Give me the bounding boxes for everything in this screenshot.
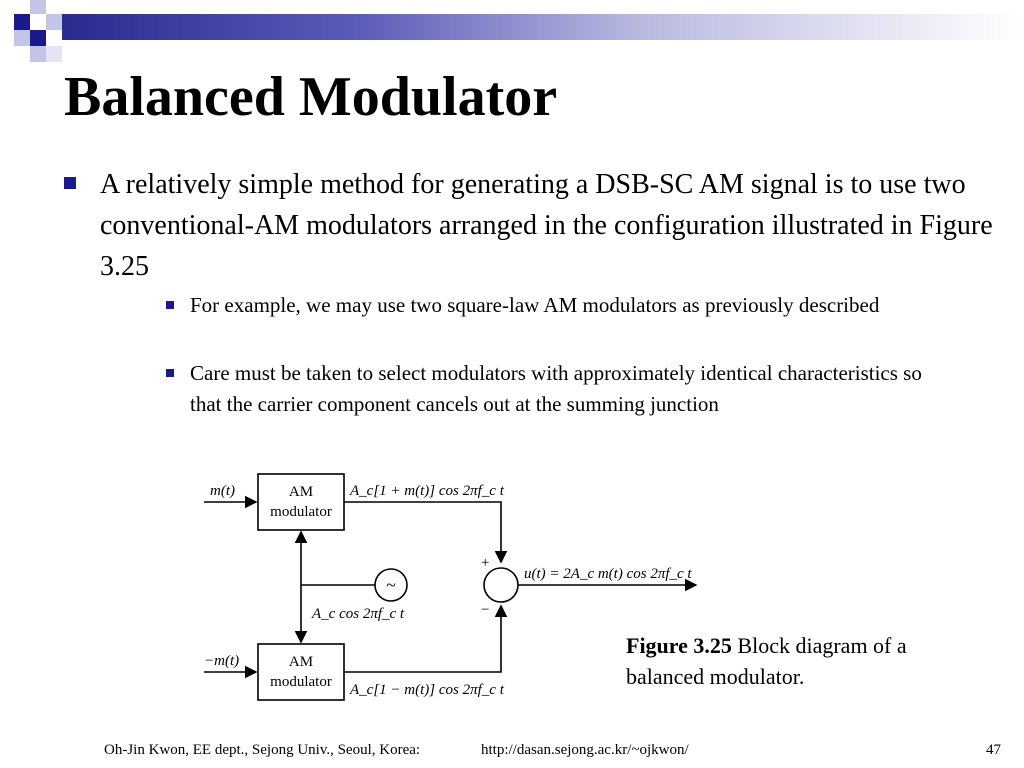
bullet-square-icon	[64, 177, 76, 189]
figure-caption-text: Block diagram of a balanced modulator.	[626, 633, 907, 689]
decor-square	[30, 0, 46, 14]
page-number: 47	[986, 742, 1001, 758]
footer-author: Oh-Jin Kwon, EE dept., Sejong Univ., Seo…	[104, 742, 421, 758]
sub-bullet-text: For example, we may use two square-law A…	[190, 293, 880, 317]
footer-url: http://dasan.sejong.ac.kr/~ojkwon/	[481, 742, 689, 758]
slide-title: Balanced Modulator	[64, 66, 558, 128]
output-label: u(t) = 2A_c m(t) cos 2πf_c t	[524, 566, 692, 582]
minus-sign: −	[481, 602, 489, 618]
figure-caption-label: Figure 3.25	[626, 633, 732, 658]
bottom-output-label: A_c[1 − m(t)] cos 2πf_c t	[349, 682, 505, 698]
top-output-label: A_c[1 + m(t)] cos 2πf_c t	[349, 483, 505, 499]
balanced-modulator-diagram: AM modulator AM modulator m(t) −m(t) A_c…	[204, 473, 698, 701]
decor-square	[30, 46, 46, 62]
input-label-bottom: −m(t)	[204, 653, 239, 669]
oscillator-symbol: ~	[386, 575, 396, 595]
block-top-label-1: AM	[289, 484, 313, 500]
am-modulator-block-top	[257, 473, 345, 531]
block-top-label-2: modulator	[270, 504, 332, 520]
decor-square	[14, 30, 30, 46]
bullet-square-icon	[166, 369, 174, 377]
sub-bullet-text: Care must be taken to select modulators …	[190, 361, 922, 416]
top-output-line	[344, 501, 508, 564]
decor-square	[14, 14, 30, 30]
decor-square	[46, 46, 62, 62]
input-label-top: m(t)	[210, 483, 235, 499]
block-bottom-label-1: AM	[289, 654, 313, 670]
plus-sign: +	[481, 555, 489, 571]
bullet-square-icon	[166, 301, 174, 309]
header-gradient-bar	[62, 14, 1024, 40]
carrier-label: A_c cos 2πf_c t	[311, 606, 405, 622]
main-bullet-text: A relatively simple method for generatin…	[100, 169, 993, 282]
decor-square	[46, 14, 62, 30]
bottom-output-line	[344, 604, 508, 673]
figure-caption: Figure 3.25 Block diagram of a balanced …	[626, 630, 986, 692]
summing-junction	[483, 567, 519, 603]
block-bottom-label-2: modulator	[270, 674, 332, 690]
am-modulator-block-bottom	[257, 643, 345, 701]
decor-square	[30, 30, 46, 46]
